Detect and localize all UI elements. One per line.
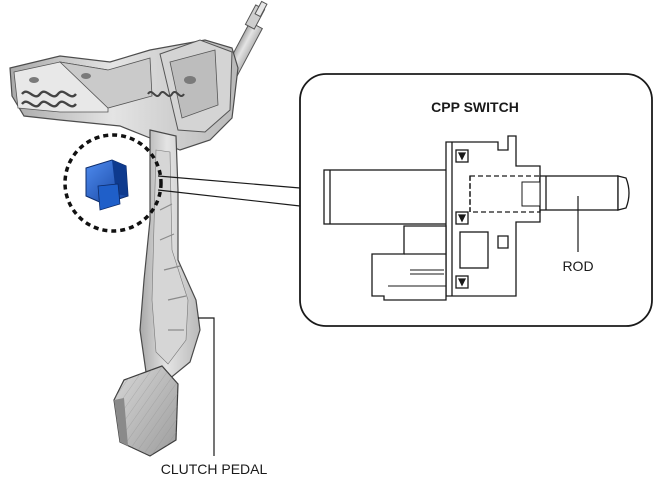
callout-leader [157,175,301,207]
switch-body-left [323,169,451,225]
rod-label: ROD [562,258,593,274]
assist-spring [147,91,185,97]
clutch-pedal-leader-line [198,317,215,456]
switch-rod [521,175,630,211]
return-spring [21,90,77,108]
cpp-switch-highlight [85,159,129,211]
switch-location-circle [63,133,163,233]
pedal-pad [113,365,179,457]
cpp-switch-drawing [323,135,630,301]
clutch-pedal-label: CLUTCH PEDAL [161,461,268,477]
pedal-assembly [9,0,268,457]
switch-connector [371,225,447,301]
callout-title: CPP SWITCH [431,99,519,115]
